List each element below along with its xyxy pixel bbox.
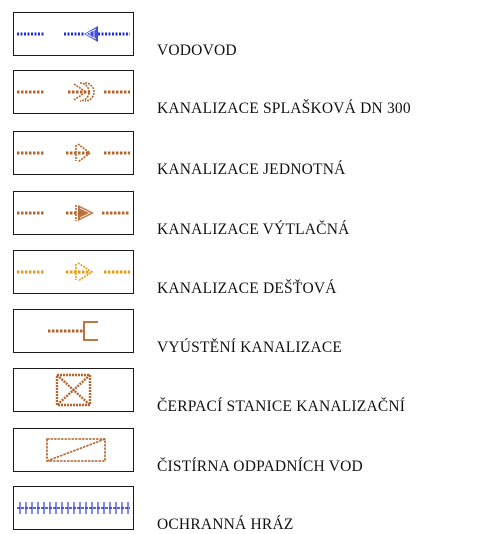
legend-item-kanalizace-destova: KANALIZACE DEŠŤOVÁ [0, 250, 486, 297]
legend-label: ČERPACÍ STANICE KANALIZAČNÍ [157, 398, 406, 415]
sewer-outlet-icon [13, 309, 134, 353]
legend-label: KANALIZACE SPLAŠKOVÁ DN 300 [157, 100, 411, 117]
sewer-combined-line-icon [13, 131, 134, 175]
legend-item-kanalizace-jednotna: KANALIZACE JEDNOTNÁ [0, 131, 486, 178]
protective-dam-icon [13, 486, 134, 530]
legend-label: ČISTÍRNA ODPADNÍCH VOD [157, 458, 363, 475]
legend-label: KANALIZACE VÝTLAČNÁ [157, 221, 350, 238]
legend-item-ochranna-hraz: OCHRANNÁ HRÁZ [0, 486, 486, 533]
legend-label: VYÚSTĚNÍ KANALIZACE [157, 339, 343, 356]
legend-item-kanalizace-splaskova: KANALIZACE SPLAŠKOVÁ DN 300 [0, 70, 486, 117]
pumping-station-icon [13, 368, 134, 412]
legend-label: KANALIZACE DEŠŤOVÁ [157, 280, 337, 297]
legend-label: OCHRANNÁ HRÁZ [157, 516, 294, 533]
legend-item-vodovod: VODOVOD [0, 12, 486, 59]
wastewater-plant-icon [13, 428, 134, 472]
sewer-storm-line-icon [13, 250, 134, 294]
legend-item-kanalizace-vytlacna: KANALIZACE VÝTLAČNÁ [0, 191, 486, 238]
legend-item-vyusteni-kanalizace: VYÚSTĚNÍ KANALIZACE [0, 309, 486, 356]
sewer-pressure-line-icon [13, 191, 134, 235]
sewer-foul-line-icon [13, 70, 134, 114]
legend-label: KANALIZACE JEDNOTNÁ [157, 161, 346, 178]
legend-label: VODOVOD [157, 42, 237, 59]
water-main-line-icon [13, 12, 134, 56]
legend-item-cistirna-odpadnich-vod: ČISTÍRNA ODPADNÍCH VOD [0, 428, 486, 475]
legend-item-cerpaci-stanice: ČERPACÍ STANICE KANALIZAČNÍ [0, 368, 486, 415]
